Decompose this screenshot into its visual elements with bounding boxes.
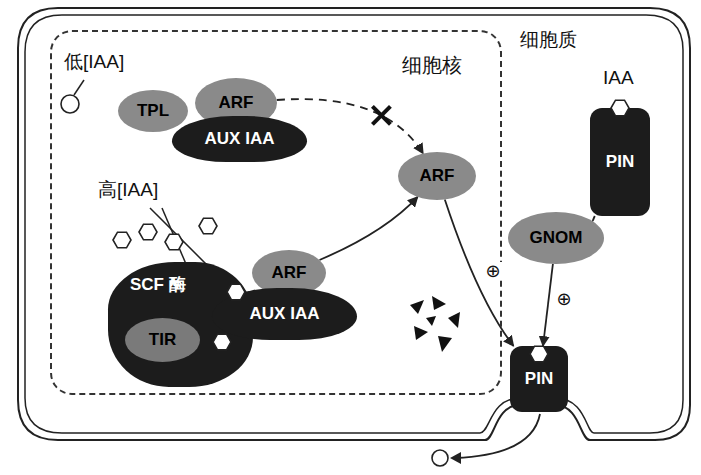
efflux-arrow: [455, 414, 540, 458]
iaa-molecule: [165, 234, 183, 250]
concentration-label: 高[IAA]: [98, 180, 158, 201]
node-text: AUX IAA: [205, 130, 275, 149]
iaa-molecule: [530, 346, 548, 362]
edge-label: ⊕: [485, 262, 502, 280]
transporter-box: PIN: [510, 346, 568, 412]
node-text: SCF 酶: [130, 276, 186, 295]
node-text: PIN: [525, 370, 553, 389]
node-text: 细胞核: [402, 54, 462, 76]
protein-blob: AUX IAA: [172, 116, 307, 162]
protein-blob: TPL: [118, 90, 188, 132]
protein-blob: GNOM: [508, 212, 604, 264]
molecule-label: IAA: [603, 68, 634, 89]
degraded-fragments: [410, 296, 460, 352]
iaa-molecule: [432, 450, 448, 466]
node-text: GNOM: [530, 229, 583, 248]
iaa-molecule: [611, 100, 629, 116]
leader-line: [74, 80, 84, 95]
cross-stroke: [372, 106, 390, 124]
iaa-molecule: [213, 334, 231, 350]
iaa-molecule: [139, 224, 157, 240]
edge-label: ⊕: [555, 290, 572, 308]
region-label: 细胞质: [520, 30, 577, 51]
arrowhead: [450, 452, 461, 464]
node-text: ARF: [420, 167, 455, 186]
iaa-molecule: [199, 218, 217, 234]
cell-membrane-inner: [25, 15, 683, 433]
iaa-molecule: [113, 232, 131, 248]
node-text: ARF: [272, 264, 307, 283]
connector-arrow: [445, 200, 514, 347]
nucleus-region: 细胞核 TPL ARF AUX IAA ARF SCF 酶 TIR ARF AUX IAA: [50, 30, 502, 395]
protein-blob: TIR: [125, 318, 200, 362]
transporter-box: PIN: [590, 108, 650, 216]
block-cross: [372, 106, 390, 124]
concentration-label: 低[IAA]: [64, 52, 124, 73]
protein-blob: AUX IAA: [212, 288, 357, 340]
protein-blob: ARF: [398, 152, 476, 200]
node-text: ARF: [219, 94, 254, 113]
node-text: TPL: [137, 102, 169, 121]
connector-arrow: [320, 197, 418, 260]
cross-stroke: [372, 106, 390, 124]
node-text: TIR: [149, 331, 176, 350]
node-text: AUX IAA: [250, 305, 320, 324]
iaa-molecule: [227, 284, 245, 300]
connector-arrow: [543, 264, 553, 346]
iaa-molecule: [61, 95, 79, 113]
cell-membrane-outer: [18, 8, 690, 440]
node-text: PIN: [606, 153, 634, 172]
